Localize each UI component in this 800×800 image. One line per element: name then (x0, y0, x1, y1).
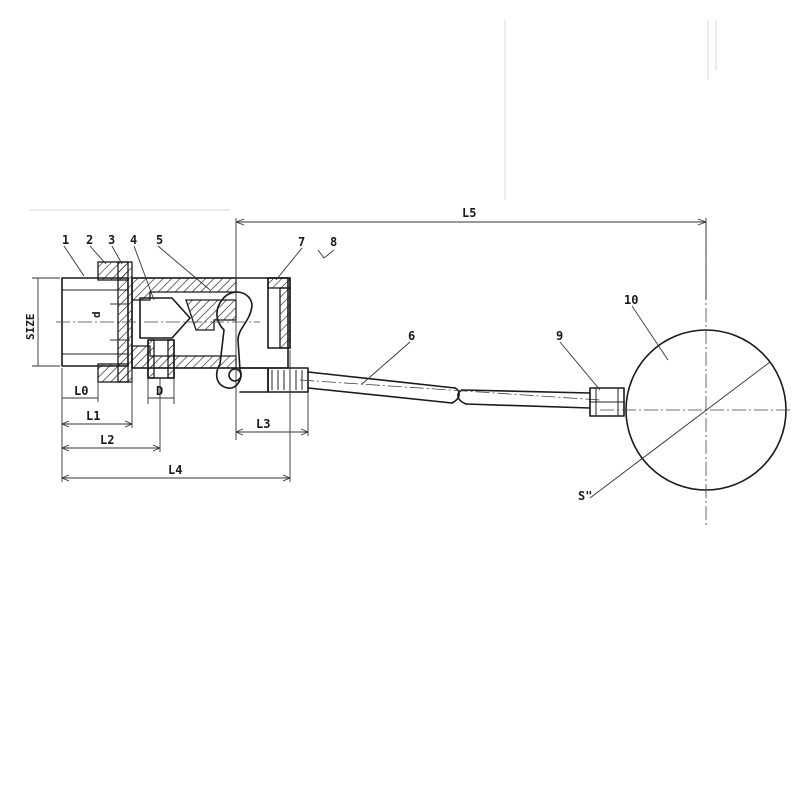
leader-lines (63, 245, 669, 391)
part-labels: 1 2 3 4 5 7 8 6 9 10 (62, 233, 638, 343)
label-part-7: 7 (298, 235, 305, 249)
label-l5: L5 (462, 206, 476, 220)
float-rod (299, 371, 625, 417)
label-l3: L3 (256, 417, 270, 431)
label-size: SIZE (24, 314, 37, 341)
dimension-labels: L5 SIZE d L0 D L1 L2 L3 L4 S" (24, 206, 592, 503)
label-part-10: 10 (624, 293, 638, 307)
label-d-big: D (156, 384, 163, 398)
label-l2: L2 (100, 433, 114, 447)
label-part-9: 9 (556, 329, 563, 343)
label-part-6: 6 (408, 329, 415, 343)
label-part-3: 3 (108, 233, 115, 247)
float-ball (589, 220, 790, 525)
scan-artifacts (30, 20, 717, 211)
label-s: S" (578, 489, 592, 503)
label-part-8: 8 (330, 235, 337, 249)
valve-body (56, 261, 309, 393)
label-part-1: 1 (62, 233, 69, 247)
label-d-small: d (90, 311, 103, 318)
label-l4: L4 (168, 463, 182, 477)
label-l0: L0 (74, 384, 88, 398)
label-part-2: 2 (86, 233, 93, 247)
dimension-lines (32, 218, 707, 482)
label-part-5: 5 (156, 233, 163, 247)
label-part-4: 4 (130, 233, 137, 247)
label-l1: L1 (86, 409, 100, 423)
